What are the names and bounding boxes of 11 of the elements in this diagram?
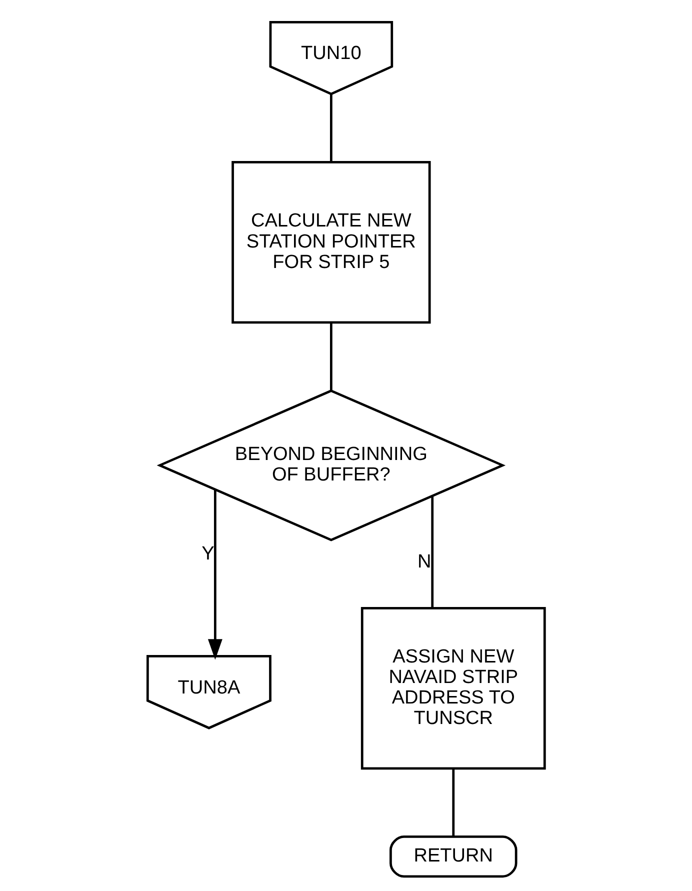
connector (330, 94, 332, 162)
connector (330, 322, 332, 390)
arrow (208, 490, 222, 660)
edge-label: N (418, 551, 432, 572)
node-box: CALCULATE NEW STATION POINTER FOR STRIP 5 (232, 161, 431, 324)
node-diamond: BEYOND BEGINNING OF BUFFER? (156, 389, 506, 542)
connector (431, 496, 434, 608)
edge-label: Y (202, 544, 214, 565)
connector (452, 768, 455, 836)
node-box: ASSIGN NEW NAVAID STRIP ADDRESS TO TUNSCR (360, 607, 546, 770)
node-box: RETURN (390, 836, 518, 878)
